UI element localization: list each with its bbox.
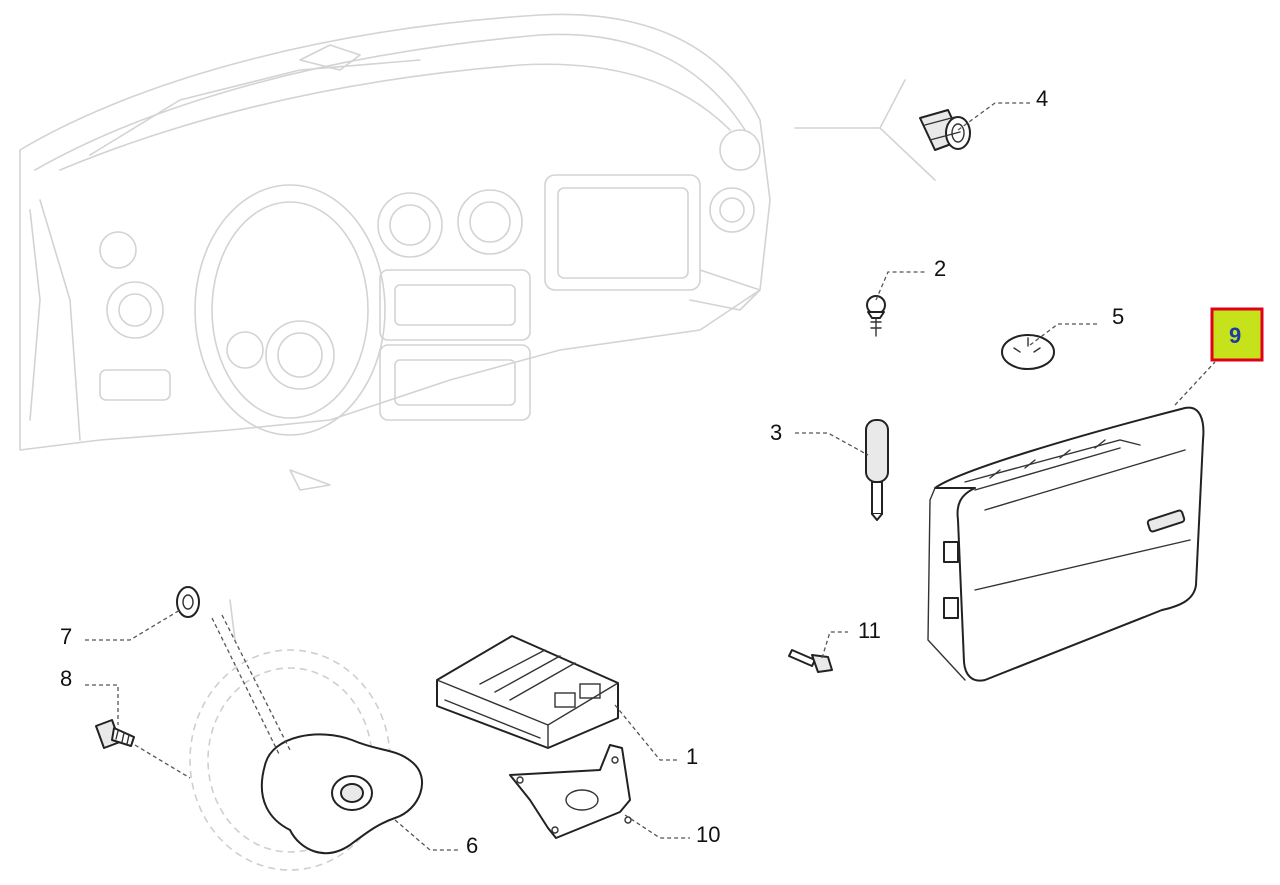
callout-5: 5 xyxy=(1112,304,1124,329)
part-8-screw xyxy=(95,719,135,749)
part-3-pin xyxy=(865,419,889,521)
part-6-driver-airbag xyxy=(260,733,423,855)
callout-9-highlight[interactable] xyxy=(1210,307,1264,362)
callout-1: 1 xyxy=(686,744,698,769)
part-11-bolt xyxy=(788,649,833,673)
dashboard-outline xyxy=(19,13,936,491)
callout-7: 7 xyxy=(60,624,72,649)
callout-8: 8 xyxy=(60,666,72,691)
callout-labels: 4 2 5 3 11 7 8 6 1 10 9 xyxy=(60,86,1264,858)
leader-lines xyxy=(85,102,1216,851)
part-9-passenger-airbag xyxy=(927,406,1205,682)
callout-11: 11 xyxy=(858,618,881,643)
part-1-control-unit xyxy=(436,635,619,749)
callout-6: 6 xyxy=(466,833,478,858)
part-5-cap xyxy=(1001,334,1055,370)
callout-4: 4 xyxy=(1036,86,1048,111)
callout-2: 2 xyxy=(934,256,946,281)
part-7-washer xyxy=(176,586,200,618)
part-10-bracket xyxy=(509,744,632,839)
callout-10: 10 xyxy=(696,822,720,847)
callout-9[interactable]: 9 xyxy=(1229,323,1241,348)
part-4-lock-cylinder xyxy=(919,109,971,151)
part-2-clip xyxy=(866,295,886,337)
callout-3: 3 xyxy=(770,420,782,445)
